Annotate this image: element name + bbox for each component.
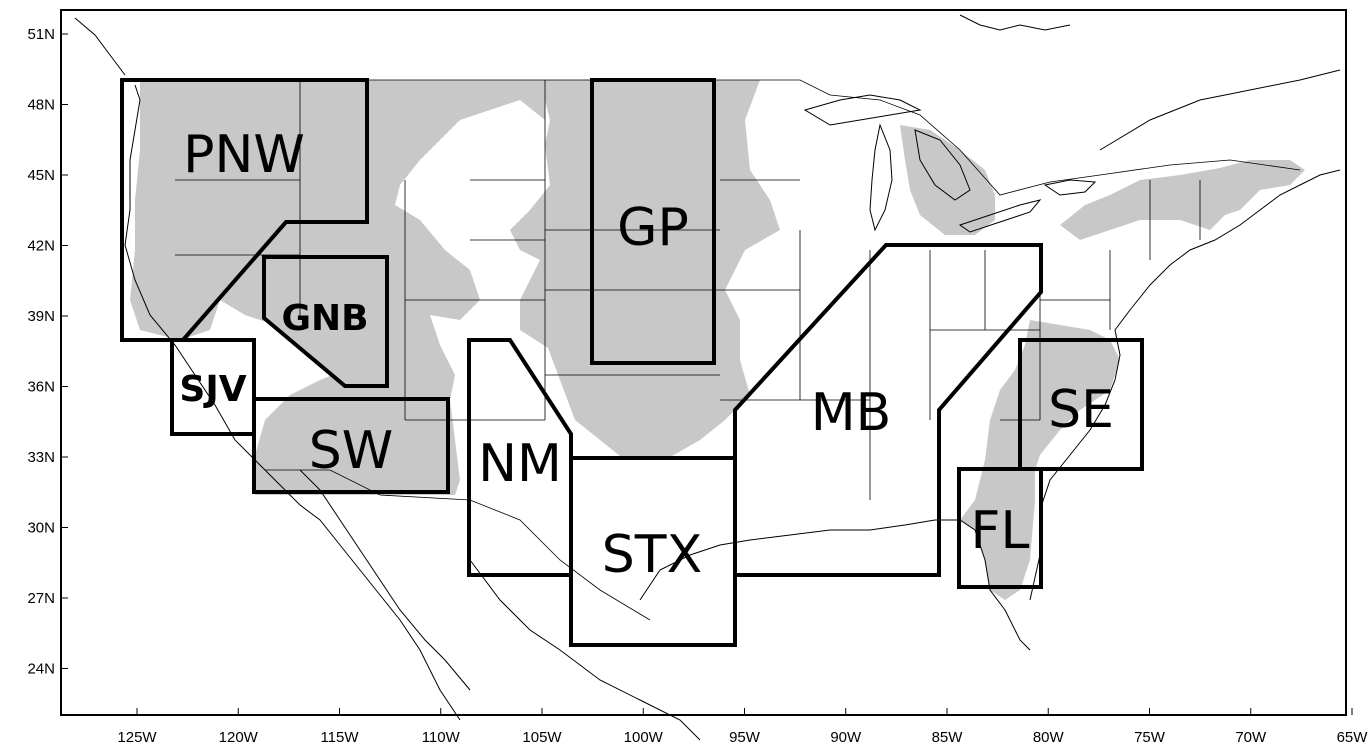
lon-tick-label: 90W xyxy=(830,729,862,746)
great-lakes xyxy=(803,94,1097,233)
region-label-fl: FL xyxy=(971,501,1030,561)
lat-tick-label: 24N xyxy=(27,661,55,678)
region-label-sjv: SJV xyxy=(179,369,246,410)
lat-tick-label: 36N xyxy=(27,379,55,396)
state-lines-central xyxy=(545,179,931,500)
gulf-coast xyxy=(639,519,1031,651)
hudson-coast xyxy=(959,14,1071,31)
lake-huron xyxy=(914,129,971,201)
lat-tick-label: 27N xyxy=(27,590,55,607)
vancouver-island xyxy=(74,17,126,76)
region-boxes xyxy=(120,78,1144,647)
lake-superior xyxy=(803,94,922,126)
lake-michigan xyxy=(869,123,893,232)
canada-coast xyxy=(1099,69,1341,151)
lake-ontario xyxy=(1043,179,1097,196)
region-mb-box xyxy=(733,243,1043,577)
us-mexico-border xyxy=(265,469,651,621)
region-labels: PNW GP GNB SJV SW NM STX MB SE FL xyxy=(179,125,1114,585)
lat-tick-label: 30N xyxy=(27,520,55,537)
lon-tick-label: 100W xyxy=(624,729,664,746)
lon-tick-label: 125W xyxy=(117,729,157,746)
baja-coast xyxy=(299,469,471,691)
map-frame xyxy=(60,9,1347,716)
region-sw-box xyxy=(252,397,450,494)
lat-tick-label: 48N xyxy=(27,97,55,114)
state-lines-west xyxy=(175,80,546,421)
shade-southeast xyxy=(960,320,1120,600)
lake-erie xyxy=(958,199,1042,233)
shade-central-hole xyxy=(675,135,705,190)
region-label-pnw: PNW xyxy=(183,125,305,185)
region-label-sw: SW xyxy=(309,421,393,481)
shade-west-cutout xyxy=(262,257,385,385)
lon-tick-label: 120W xyxy=(219,729,259,746)
lon-tick-label: 110W xyxy=(422,729,461,746)
region-gnb-box xyxy=(262,255,389,388)
lat-tick-label: 51N xyxy=(27,26,55,43)
lon-tick-label: 95W xyxy=(729,729,761,746)
region-gp-box xyxy=(590,78,716,365)
lon-tick-label: 65W xyxy=(1337,729,1369,746)
region-stx-box xyxy=(569,456,737,647)
mexico-gulf-coast xyxy=(469,559,701,741)
lat-tick-label: 33N xyxy=(27,449,55,466)
lon-tick-label: 80W xyxy=(1033,729,1065,746)
region-label-gnb: GNB xyxy=(281,298,368,339)
lon-tick-label: 115W xyxy=(320,729,359,746)
region-label-se: SE xyxy=(1048,380,1114,440)
latitude-axis: 51N 48N 45N 42N 39N 36N 33N 30N 27N 24N xyxy=(27,26,68,678)
lat-tick-label: 45N xyxy=(27,167,55,184)
lat-tick-label: 42N xyxy=(27,238,55,255)
region-se-box xyxy=(1018,338,1144,471)
us-canada-border xyxy=(125,79,1301,196)
longitude-axis: 125W 120W 115W 110W 105W 100W 95W 90W 85W 80W 75W 7… xyxy=(117,708,1368,746)
lon-tick-label: 85W xyxy=(932,729,964,746)
region-label-mb: MB xyxy=(811,383,892,443)
region-label-stx: STX xyxy=(602,525,702,585)
lat-tick-label: 39N xyxy=(27,308,55,325)
lon-tick-label: 75W xyxy=(1134,729,1166,746)
borders xyxy=(125,79,1301,621)
region-pnw-box xyxy=(120,78,369,342)
region-fl-box xyxy=(957,467,1043,589)
coastline xyxy=(74,14,1341,741)
region-label-nm: NM xyxy=(478,434,562,494)
shade-northeast xyxy=(1060,160,1305,240)
lon-tick-label: 105W xyxy=(522,729,562,746)
east-coast xyxy=(1029,169,1341,601)
shade-great-lakes xyxy=(900,125,995,235)
region-label-gp: GP xyxy=(617,198,689,258)
west-coast xyxy=(124,84,461,721)
lon-tick-label: 70W xyxy=(1235,729,1267,746)
